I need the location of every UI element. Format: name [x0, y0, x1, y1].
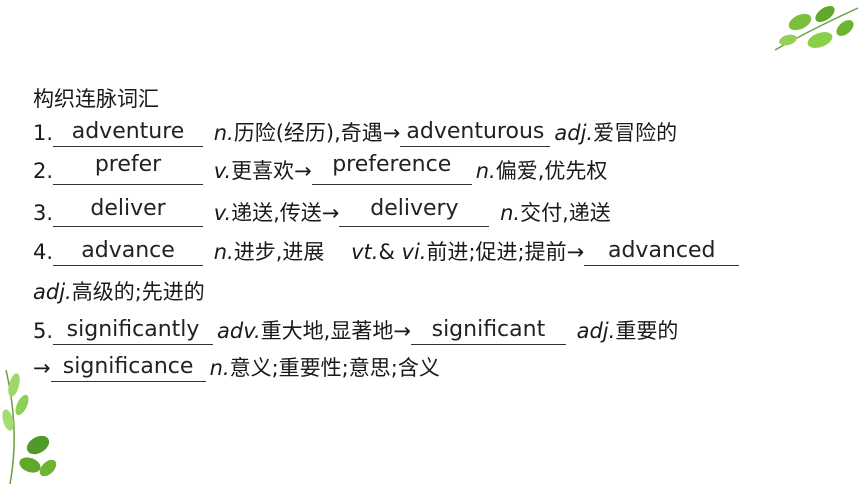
vocab-row-4-continued: adj.高级的;先进的 — [33, 278, 205, 306]
arrow-text: → — [33, 356, 51, 380]
item-number: 2. — [33, 159, 54, 183]
meaning-text: 重要的 — [615, 319, 679, 343]
meaning-text: 前进;促进;提前→ — [426, 240, 585, 264]
meaning-text: 偏爱,优先权 — [495, 159, 608, 183]
leaf-sprig-icon — [2, 369, 57, 484]
item-number: 4. — [33, 240, 54, 264]
meaning-text: 更喜欢→ — [231, 159, 312, 183]
vocab-row-3: 3.deliver v.递送,传送→delivery n.交付,递送 — [33, 196, 611, 227]
meaning-text: 递送,传送→ — [231, 201, 340, 225]
answer-blank[interactable]: significant — [410, 317, 566, 345]
answer-blank[interactable]: significance — [50, 354, 206, 382]
answer-blank[interactable]: significantly — [53, 317, 214, 345]
answer-blank[interactable]: adventurous — [400, 119, 551, 147]
answer-blank[interactable]: advanced — [584, 238, 740, 266]
item-number: 5. — [33, 319, 54, 343]
part-of-speech: adj. — [33, 280, 72, 304]
meaning-text: 意义;重要性;意思;含义 — [229, 356, 440, 380]
answer-blank[interactable]: advance — [53, 238, 204, 266]
part-of-speech: adj. — [576, 319, 616, 343]
part-of-speech: adj. — [554, 121, 594, 145]
meaning-text: 历险(经历),奇遇→ — [233, 121, 401, 145]
meaning-text: 爱冒险的 — [593, 121, 678, 145]
meaning-text: 重大地,显著地→ — [260, 319, 411, 343]
part-of-speech: v. — [213, 159, 232, 183]
answer-blank[interactable]: delivery — [339, 196, 490, 227]
item-number: 3. — [33, 201, 54, 225]
part-of-speech: adv. — [217, 319, 261, 343]
leaf-sprig-icon — [774, 6, 859, 51]
meaning-text: 进步,进展 — [233, 240, 325, 264]
meaning-text: 高级的;先进的 — [71, 280, 205, 304]
answer-blank[interactable]: adventure — [53, 119, 204, 147]
answer-blank[interactable]: preference — [311, 152, 472, 185]
part-of-speech: vi. — [401, 240, 427, 264]
meaning-text: 交付,递送 — [520, 201, 611, 225]
section-heading: 构织连脉词汇 — [33, 87, 159, 111]
ampersand-text: & — [378, 240, 395, 264]
answer-blank[interactable]: deliver — [53, 196, 204, 227]
part-of-speech: n. — [500, 201, 521, 225]
part-of-speech: vt. — [351, 240, 379, 264]
part-of-speech: n. — [209, 356, 230, 380]
vocab-row-4: 4.advance n.进步,进展 vt.& vi.前进;促进;提前→advan… — [33, 238, 743, 266]
part-of-speech: n. — [213, 240, 234, 264]
answer-blank[interactable]: prefer — [53, 152, 204, 185]
part-of-speech: n. — [213, 121, 234, 145]
part-of-speech: v. — [213, 201, 232, 225]
item-number: 1. — [33, 121, 54, 145]
part-of-speech: n. — [475, 159, 496, 183]
